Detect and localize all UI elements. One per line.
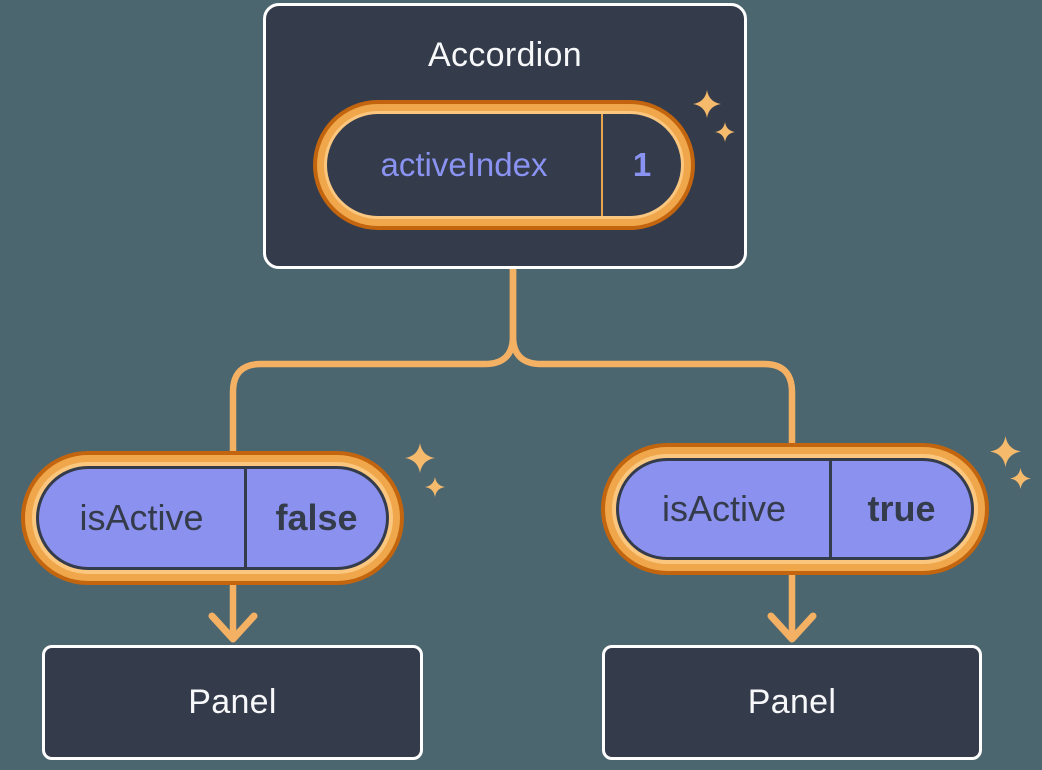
prop-name-label: isActive	[79, 497, 204, 538]
accordion-title: Accordion	[428, 36, 582, 74]
accordion-component-box: Accordion activeIndex 1	[263, 3, 747, 269]
connector-left-branch	[229, 264, 517, 642]
prop-value-label: true	[867, 488, 936, 529]
state-pill-activeindex: activeIndex 1	[327, 114, 681, 216]
panel-label: Panel	[747, 683, 837, 721]
prop-pill-isactive-right: isActive true	[616, 458, 974, 560]
panel-component-box-left: Panel	[42, 645, 423, 760]
arrowhead-left-icon	[208, 612, 258, 643]
state-name-label: activeIndex	[380, 146, 548, 183]
state-pill-divider	[601, 114, 603, 216]
state-value-label: 1	[632, 146, 652, 183]
panel-label: Panel	[188, 683, 277, 721]
panel-component-box-right: Panel	[602, 645, 982, 760]
prop-pill-divider	[829, 461, 832, 557]
sparkle-icon	[425, 477, 445, 497]
sparkle-icon	[405, 443, 435, 473]
connector-right-branch	[509, 264, 796, 642]
prop-value-label: false	[275, 497, 358, 538]
prop-name-label: isActive	[661, 488, 787, 529]
sparkle-icon	[715, 122, 735, 142]
prop-pill-divider	[244, 469, 247, 567]
sparkle-icon	[693, 90, 721, 118]
sparkle-icon	[1010, 468, 1031, 489]
prop-pill-isactive-left: isActive false	[36, 466, 389, 570]
arrowhead-right-icon	[767, 612, 817, 643]
sparkle-icon	[990, 436, 1021, 467]
